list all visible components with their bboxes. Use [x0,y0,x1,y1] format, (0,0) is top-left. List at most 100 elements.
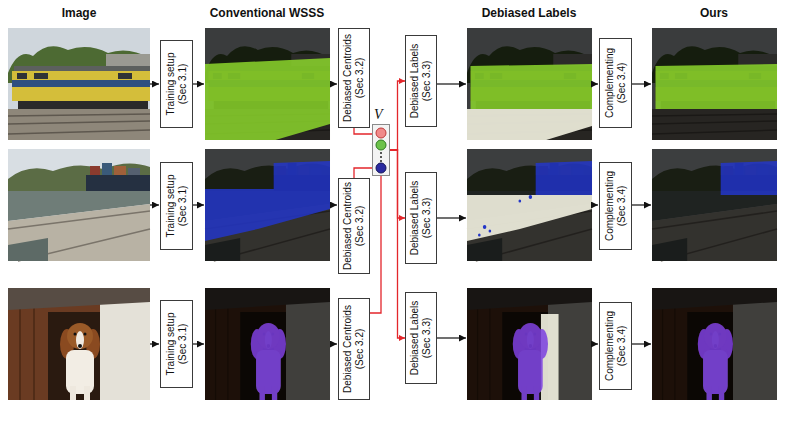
illustration-shape [652,28,777,140]
centroid-dot [380,152,382,154]
flow-connector [390,81,405,150]
illustration-shape [467,28,592,140]
illustration-shape [513,323,548,400]
illustration-shape [652,149,777,261]
illustration-shape [8,149,150,261]
illustration-shape [467,109,592,140]
process-box: Debiased Centroids (Sec 3.2) [338,178,370,274]
step-label: Debiased Centroids (Sec 3.2) [342,32,366,124]
illustration-shape [8,288,150,400]
illustration-shape [467,28,592,140]
step-label: Debiased Centroids (Sec 3.2) [342,302,366,396]
illustration-shape [467,149,592,261]
illustration-shape [652,28,777,140]
process-box: Training setup (Sec 3.1) [160,40,193,128]
flow-connector [354,168,372,178]
set-symbol: V [374,107,383,123]
illustration-shape [592,83,598,84]
process-box: Debiased Centroids (Sec 3.2) [338,28,370,128]
step-label: Debiased Labels (Sec 3.3) [409,176,433,260]
illustration-shape [8,28,150,140]
illustration-shape [467,28,592,140]
process-box: Debiased Labels (Sec 3.3) [405,35,437,127]
column-header: Conventional WSSS [210,6,325,20]
illustration-shape [592,343,598,344]
illustration-shape [632,343,651,344]
centroid-dot [380,160,382,162]
illustration-shape [8,28,150,140]
illustration-shape [205,28,330,140]
illustration-shape [205,288,330,400]
illustration-shape [330,343,337,344]
illustration-shape [193,343,204,344]
illustration-shape [471,64,592,109]
illustration-shape [205,58,330,140]
illustration-shape [437,83,466,84]
illustration-shape [251,323,286,400]
illustration-shape [652,288,777,400]
illustration-shape [205,288,330,400]
illustration-shape [467,149,592,261]
illustration-shape [467,288,592,400]
illustration-shape [437,217,466,218]
illustration-shape [205,149,330,261]
centroid-dots [373,125,389,175]
step-label: Complementing (Sec 3.4) [604,166,628,246]
centroid-dot [380,156,382,158]
illustration-shape [205,28,330,140]
step-label: Training setup (Sec 3.1) [165,304,189,384]
step-label: Training setup (Sec 3.1) [165,166,189,246]
illustration-shape [8,149,150,261]
illustration-shape [652,28,777,140]
illustration-shape [536,161,592,195]
centroid-dot [376,140,386,150]
centroid-dot [376,163,386,173]
illustration-shape [193,204,204,205]
step-label: Debiased Centroids (Sec 3.2) [342,182,366,270]
illustration-shape [150,343,159,344]
column-header: Debiased Labels [482,6,577,20]
illustration-shape [656,64,777,109]
centroid-dot [376,128,386,138]
process-box: Complementing (Sec 3.4) [599,38,632,128]
illustration-shape [721,161,777,195]
illustration-shape [8,288,150,400]
illustration-shape [592,204,598,205]
process-box: Debiased Labels (Sec 3.3) [405,292,437,384]
illustration-shape [330,204,337,205]
illustration-shape [437,337,466,338]
process-box: Debiased Centroids (Sec 3.2) [338,298,370,400]
illustration-shape [330,83,337,84]
illustration-shape [632,83,651,84]
process-box: Debiased Labels (Sec 3.3) [405,172,437,264]
illustration-shape [193,83,204,84]
flow-connector [354,128,372,134]
illustration-shape [632,204,651,205]
centroid-set-box: V [372,124,390,176]
process-box: Complementing (Sec 3.4) [599,162,632,250]
illustration-shape [150,83,159,84]
illustration-shape [205,288,330,400]
process-box: Complementing (Sec 3.4) [599,302,632,390]
process-box: Training setup (Sec 3.1) [160,162,193,250]
illustration-shape [467,195,592,241]
step-label: Complementing (Sec 3.4) [604,42,628,124]
illustration-shape [205,149,330,261]
illustration-shape [652,288,777,400]
illustration-shape [467,149,592,261]
illustration-shape [652,149,777,261]
illustration-shape [698,323,733,400]
illustration-shape [652,149,777,261]
illustration-shape [652,288,777,400]
illustration-shape [150,204,159,205]
process-box: Training setup (Sec 3.1) [160,300,193,388]
illustration-shape [478,195,532,237]
step-label: Debiased Labels (Sec 3.3) [409,39,433,123]
step-label: Complementing (Sec 3.4) [604,306,628,386]
illustration-shape [205,28,330,140]
illustration-shape [467,288,592,400]
illustration-shape [205,161,330,241]
flow-connector [370,176,381,313]
